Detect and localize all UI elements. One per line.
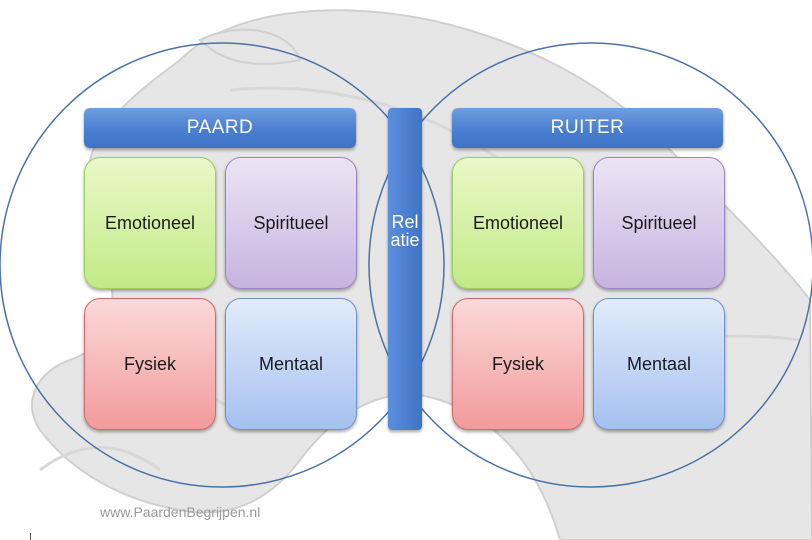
relatie-label: Relatie <box>390 212 420 250</box>
left-circle <box>0 42 445 488</box>
corner-tick <box>30 533 31 540</box>
website-credit: www.PaardenBegrijpen.nl <box>100 504 261 520</box>
paard-header: PAARD <box>84 108 356 148</box>
ruiter-header: RUITER <box>452 108 723 148</box>
paard-emotioneel-tile: Emotioneel <box>84 157 216 289</box>
ruiter-fysiek-tile: Fysiek <box>452 298 584 430</box>
relatie-bar: Relatie <box>388 108 422 430</box>
ruiter-mentaal-tile: Mentaal <box>593 298 725 430</box>
ruiter-spiritueel-tile: Spiritueel <box>593 157 725 289</box>
paard-mentaal-tile: Mentaal <box>225 298 357 430</box>
right-circle <box>368 42 812 488</box>
paard-spiritueel-tile: Spiritueel <box>225 157 357 289</box>
ruiter-emotioneel-tile: Emotioneel <box>452 157 584 289</box>
paard-fysiek-tile: Fysiek <box>84 298 216 430</box>
